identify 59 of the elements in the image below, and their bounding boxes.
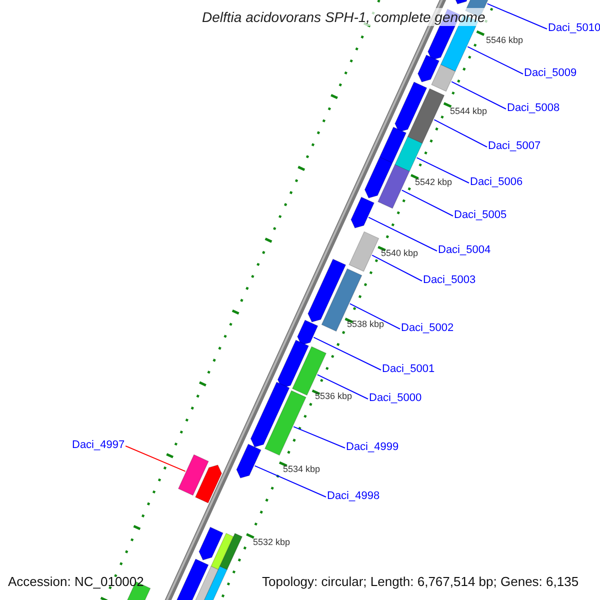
gene-label: Daci_4998 xyxy=(327,490,380,503)
gene-block xyxy=(394,136,423,172)
scale-label: 5538 kbp xyxy=(347,319,384,330)
gene-label: Daci_5001 xyxy=(382,363,435,376)
scale-label: 5534 kbp xyxy=(283,464,320,475)
gene-block xyxy=(297,320,318,346)
gene-block xyxy=(350,196,375,228)
gene-block xyxy=(380,126,407,166)
gene-block xyxy=(407,88,445,144)
gene-label: Daci_5007 xyxy=(488,140,541,153)
gene-block xyxy=(250,382,290,448)
leader-line xyxy=(486,3,548,30)
gene-block xyxy=(364,156,393,198)
leader-line xyxy=(416,157,470,184)
scale-label: 5546 kbp xyxy=(486,35,524,46)
gene-block xyxy=(348,231,380,272)
gene-label: Daci_5002 xyxy=(401,322,454,335)
gene-block xyxy=(431,64,456,92)
leader-line xyxy=(293,426,346,448)
gene-label: Daci_5010 xyxy=(548,22,600,35)
scale-label: 5542 kbp xyxy=(415,177,452,188)
gene-label: Daci_4999 xyxy=(346,441,399,454)
info-text: Topology: circular; Length: 6,767,514 bp; Genes: 6,135 xyxy=(262,574,579,590)
gene-block xyxy=(219,532,243,570)
scale-label: 5544 kbp xyxy=(450,106,488,117)
gene-block xyxy=(236,444,262,478)
gene-label: Daci_4997 xyxy=(72,439,125,452)
gene-label: Daci_5008 xyxy=(507,102,560,115)
info-text: Accession: NC_010002 xyxy=(8,574,144,590)
leader-line xyxy=(254,465,326,498)
gene-label: Daci_5005 xyxy=(454,209,507,222)
leader-line xyxy=(401,190,454,216)
leader-line xyxy=(434,119,488,148)
gene-block xyxy=(377,164,410,209)
gene-block xyxy=(178,454,209,496)
gene-label: Daci_5003 xyxy=(423,274,476,287)
scale-label: 5532 kbp xyxy=(253,537,290,548)
gene-label: Daci_5004 xyxy=(438,244,491,257)
leader-line xyxy=(349,303,400,330)
gene-block xyxy=(418,54,440,82)
leader-line xyxy=(372,254,422,282)
leader-line xyxy=(467,46,524,74)
gene-block xyxy=(308,258,346,322)
leader-line xyxy=(125,446,186,472)
gene-block xyxy=(210,532,234,570)
scale-label: 5540 kbp xyxy=(381,248,418,259)
leader-line xyxy=(316,374,368,400)
leader-line xyxy=(313,336,382,370)
gene-block xyxy=(264,390,306,456)
gene-block xyxy=(277,340,310,388)
gene-block xyxy=(394,82,428,132)
gene-label: Daci_5000 xyxy=(369,392,422,405)
gene-block xyxy=(198,526,224,560)
gene-label: Daci_5009 xyxy=(524,67,577,80)
scale-label: 5536 kbp xyxy=(315,391,352,402)
leader-line xyxy=(368,216,438,252)
gene-label: Daci_5006 xyxy=(470,176,523,189)
gene-block xyxy=(194,464,222,504)
leader-line xyxy=(451,81,506,110)
